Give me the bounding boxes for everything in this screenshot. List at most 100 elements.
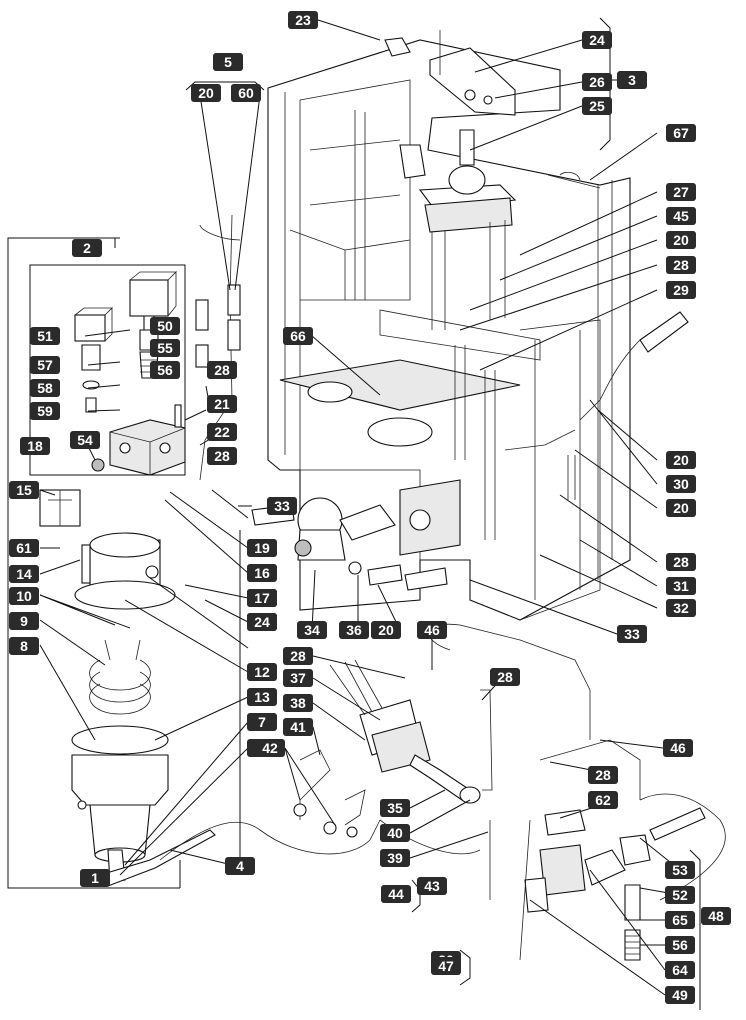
callout-label: 30 xyxy=(673,476,689,492)
callout-label: 20 xyxy=(673,452,689,468)
callout-label: 16 xyxy=(254,565,270,581)
callout-label: 66 xyxy=(290,328,306,344)
callout-badge xyxy=(9,539,39,557)
callout-badge xyxy=(72,239,102,257)
callout-label: 50 xyxy=(157,318,173,334)
callout-badge xyxy=(297,621,327,639)
callout-badge xyxy=(225,857,255,875)
callout-label: 14 xyxy=(16,566,32,582)
callout-badge xyxy=(666,499,696,517)
callout-badge xyxy=(665,911,695,929)
callout-label: 60 xyxy=(238,85,254,101)
callout-badge xyxy=(371,621,401,639)
callout-badge xyxy=(191,84,221,102)
callout-badge xyxy=(207,423,237,441)
callout-badge xyxy=(150,361,180,379)
callout-label: 61 xyxy=(16,540,32,556)
callout-label: 25 xyxy=(589,98,605,114)
callout-badge xyxy=(30,327,60,345)
flowmeter xyxy=(294,497,396,575)
callout-label: 26 xyxy=(589,74,605,90)
switch-linkage xyxy=(293,749,366,838)
callout-label: 42 xyxy=(262,740,278,756)
callout-badge xyxy=(617,71,647,89)
callout-badge xyxy=(207,361,237,379)
callout-badge xyxy=(247,663,277,681)
callout-badge xyxy=(666,599,696,617)
callout-badge xyxy=(9,481,39,499)
callout-label: 23 xyxy=(295,12,311,28)
callout-badge xyxy=(701,907,731,925)
callout-label: 56 xyxy=(157,362,173,378)
callout-label: 67 xyxy=(673,125,689,141)
callout-label: 28 xyxy=(290,648,306,664)
callout-label: 13 xyxy=(254,689,270,705)
callout-label: 55 xyxy=(157,340,173,356)
callout-label: 20 xyxy=(673,500,689,516)
callout-badge xyxy=(288,11,318,29)
callout-label: 40 xyxy=(387,825,403,841)
callout-label: 49 xyxy=(672,987,688,1003)
callout-badge xyxy=(380,799,410,817)
callout-label: 56 xyxy=(672,937,688,953)
callout-label: 7 xyxy=(258,714,266,730)
callout-badge xyxy=(582,73,612,91)
pump-assembly xyxy=(329,659,481,804)
callout-badge xyxy=(213,53,243,71)
callout-badge xyxy=(207,395,237,413)
callout-badge xyxy=(267,497,297,515)
callout-label: 2 xyxy=(83,240,91,256)
callout-label: 54 xyxy=(77,432,93,448)
water-tank xyxy=(399,129,517,330)
callout-badge xyxy=(666,451,696,469)
callout-badge xyxy=(9,637,39,655)
callout-label: 27 xyxy=(673,184,689,200)
callout-label: 19 xyxy=(254,540,270,556)
callout-label: 28 xyxy=(214,362,230,378)
callout-badge xyxy=(666,475,696,493)
callout-badge xyxy=(666,207,696,225)
callout-label: 35 xyxy=(387,800,403,816)
callout-badge xyxy=(283,647,313,665)
callout-badge xyxy=(666,281,696,299)
callout-badge xyxy=(665,886,695,904)
callout-label: 64 xyxy=(672,962,688,978)
callout-badge xyxy=(9,612,39,630)
callout-label: 39 xyxy=(387,850,403,866)
callout-label: 53 xyxy=(672,862,688,878)
callout-badge xyxy=(20,437,50,455)
callout-label: 20 xyxy=(198,85,214,101)
callout-badges: 1 2 3 4 5 6 7 8 9 10 11 12 13 14 15 16 1… xyxy=(9,11,731,1004)
callout-label: 28 xyxy=(214,448,230,464)
callout-badge xyxy=(617,625,647,643)
callout-badge xyxy=(663,739,693,757)
callout-badge xyxy=(80,869,110,887)
callout-badge xyxy=(588,791,618,809)
callout-badge xyxy=(247,713,277,731)
callout-label: 58 xyxy=(37,380,53,396)
callout-label: 12 xyxy=(254,664,270,680)
callout-label: 17 xyxy=(254,590,270,606)
callout-label: 10 xyxy=(16,588,32,604)
callout-label: 24 xyxy=(254,614,270,630)
callout-badge xyxy=(666,256,696,274)
callout-label: 43 xyxy=(424,878,440,894)
callout-label: 51 xyxy=(37,328,53,344)
callout-badge xyxy=(431,957,461,975)
callout-label: 46 xyxy=(424,622,440,638)
callout-badge xyxy=(666,577,696,595)
callout-badge xyxy=(666,231,696,249)
callout-badge xyxy=(283,669,313,687)
callout-label: 65 xyxy=(672,912,688,928)
chassis-frame xyxy=(267,39,631,621)
callout-label: 41 xyxy=(290,719,306,735)
callout-badge xyxy=(9,565,39,583)
callout-badge xyxy=(150,339,180,357)
callout-badge xyxy=(582,97,612,115)
callout-label: 46 xyxy=(670,740,686,756)
callout-label: 29 xyxy=(673,282,689,298)
callout-label: 4 xyxy=(236,858,244,874)
callout-label: 52 xyxy=(672,887,688,903)
callout-badge xyxy=(150,317,180,335)
callout-badge xyxy=(380,824,410,842)
